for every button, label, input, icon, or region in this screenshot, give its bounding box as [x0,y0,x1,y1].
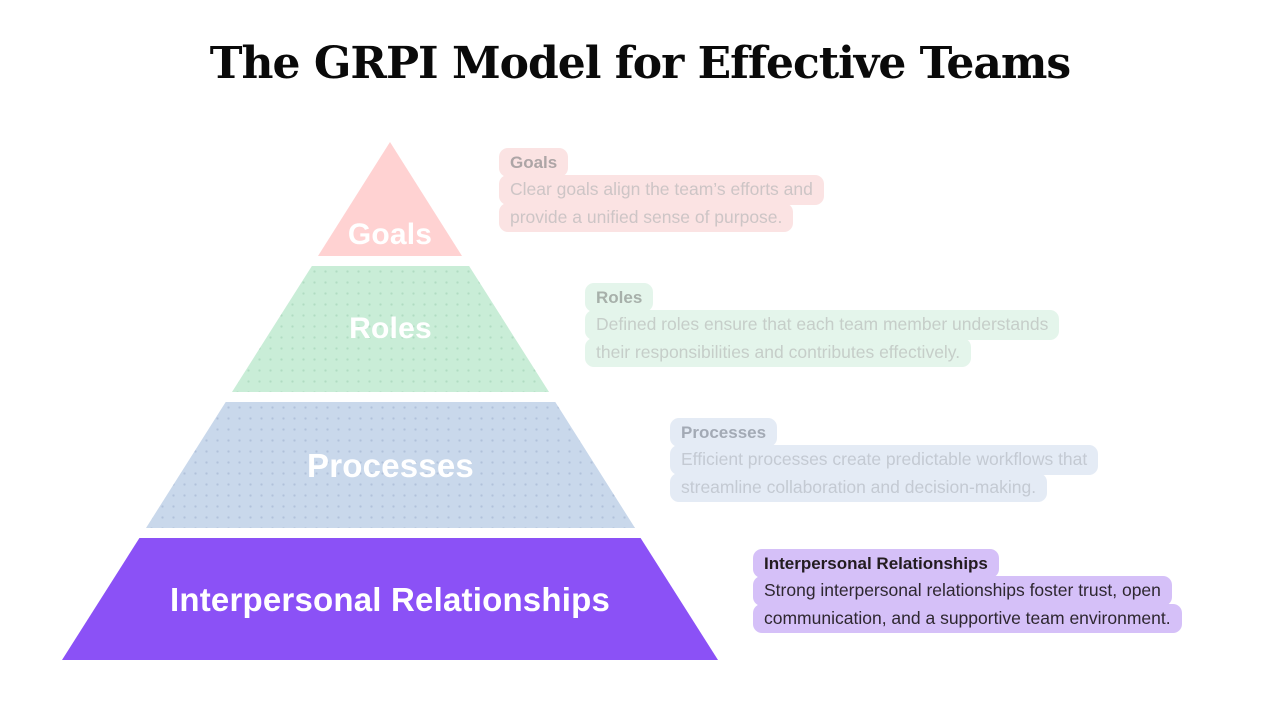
callout-processes-line-1: Efficient processes create predictable w… [670,444,1099,475]
pyramid-label-goals: Goals [347,218,433,251]
callout-processes-title: Processes [670,418,778,447]
pyramid-level-processes: Processes [146,402,635,528]
callout-goals: Goals Clear goals align the team’s effor… [499,148,824,233]
callout-roles-line-1: Defined roles ensure that each team memb… [585,309,1060,340]
callout-processes: Processes Efficient processes create pre… [670,418,1099,503]
pyramid-label-roles: Roles [349,312,432,345]
pyramid-level-interpersonal: Interpersonal Relationships [62,538,718,660]
callout-roles: Roles Defined roles ensure that each tea… [585,283,1060,368]
callout-interpersonal-line-1: Strong interpersonal relationships foste… [753,575,1172,606]
callout-goals-line-2: provide a unified sense of purpose. [499,202,794,233]
callout-interpersonal-title: Interpersonal Relationships [753,549,999,578]
pyramid-label-processes: Processes [307,446,474,484]
callout-goals-title: Goals [499,148,569,177]
page-title: The GRPI Model for Effective Teams [209,38,1071,89]
callout-roles-line-2: their responsibilities and contributes e… [585,337,972,368]
callout-processes-line-2: streamline collaboration and decision-ma… [670,472,1048,503]
pyramid-level-roles: Roles [232,266,549,392]
callout-goals-line-1: Clear goals align the team’s efforts and [499,174,824,205]
pyramid-label-interpersonal: Interpersonal Relationships [170,580,610,618]
callout-interpersonal-line-2: communication, and a supportive team env… [753,603,1182,634]
callout-roles-title: Roles [585,283,654,312]
callout-interpersonal: Interpersonal Relationships Strong inter… [753,549,1182,634]
pyramid-level-goals: Goals [318,142,462,256]
